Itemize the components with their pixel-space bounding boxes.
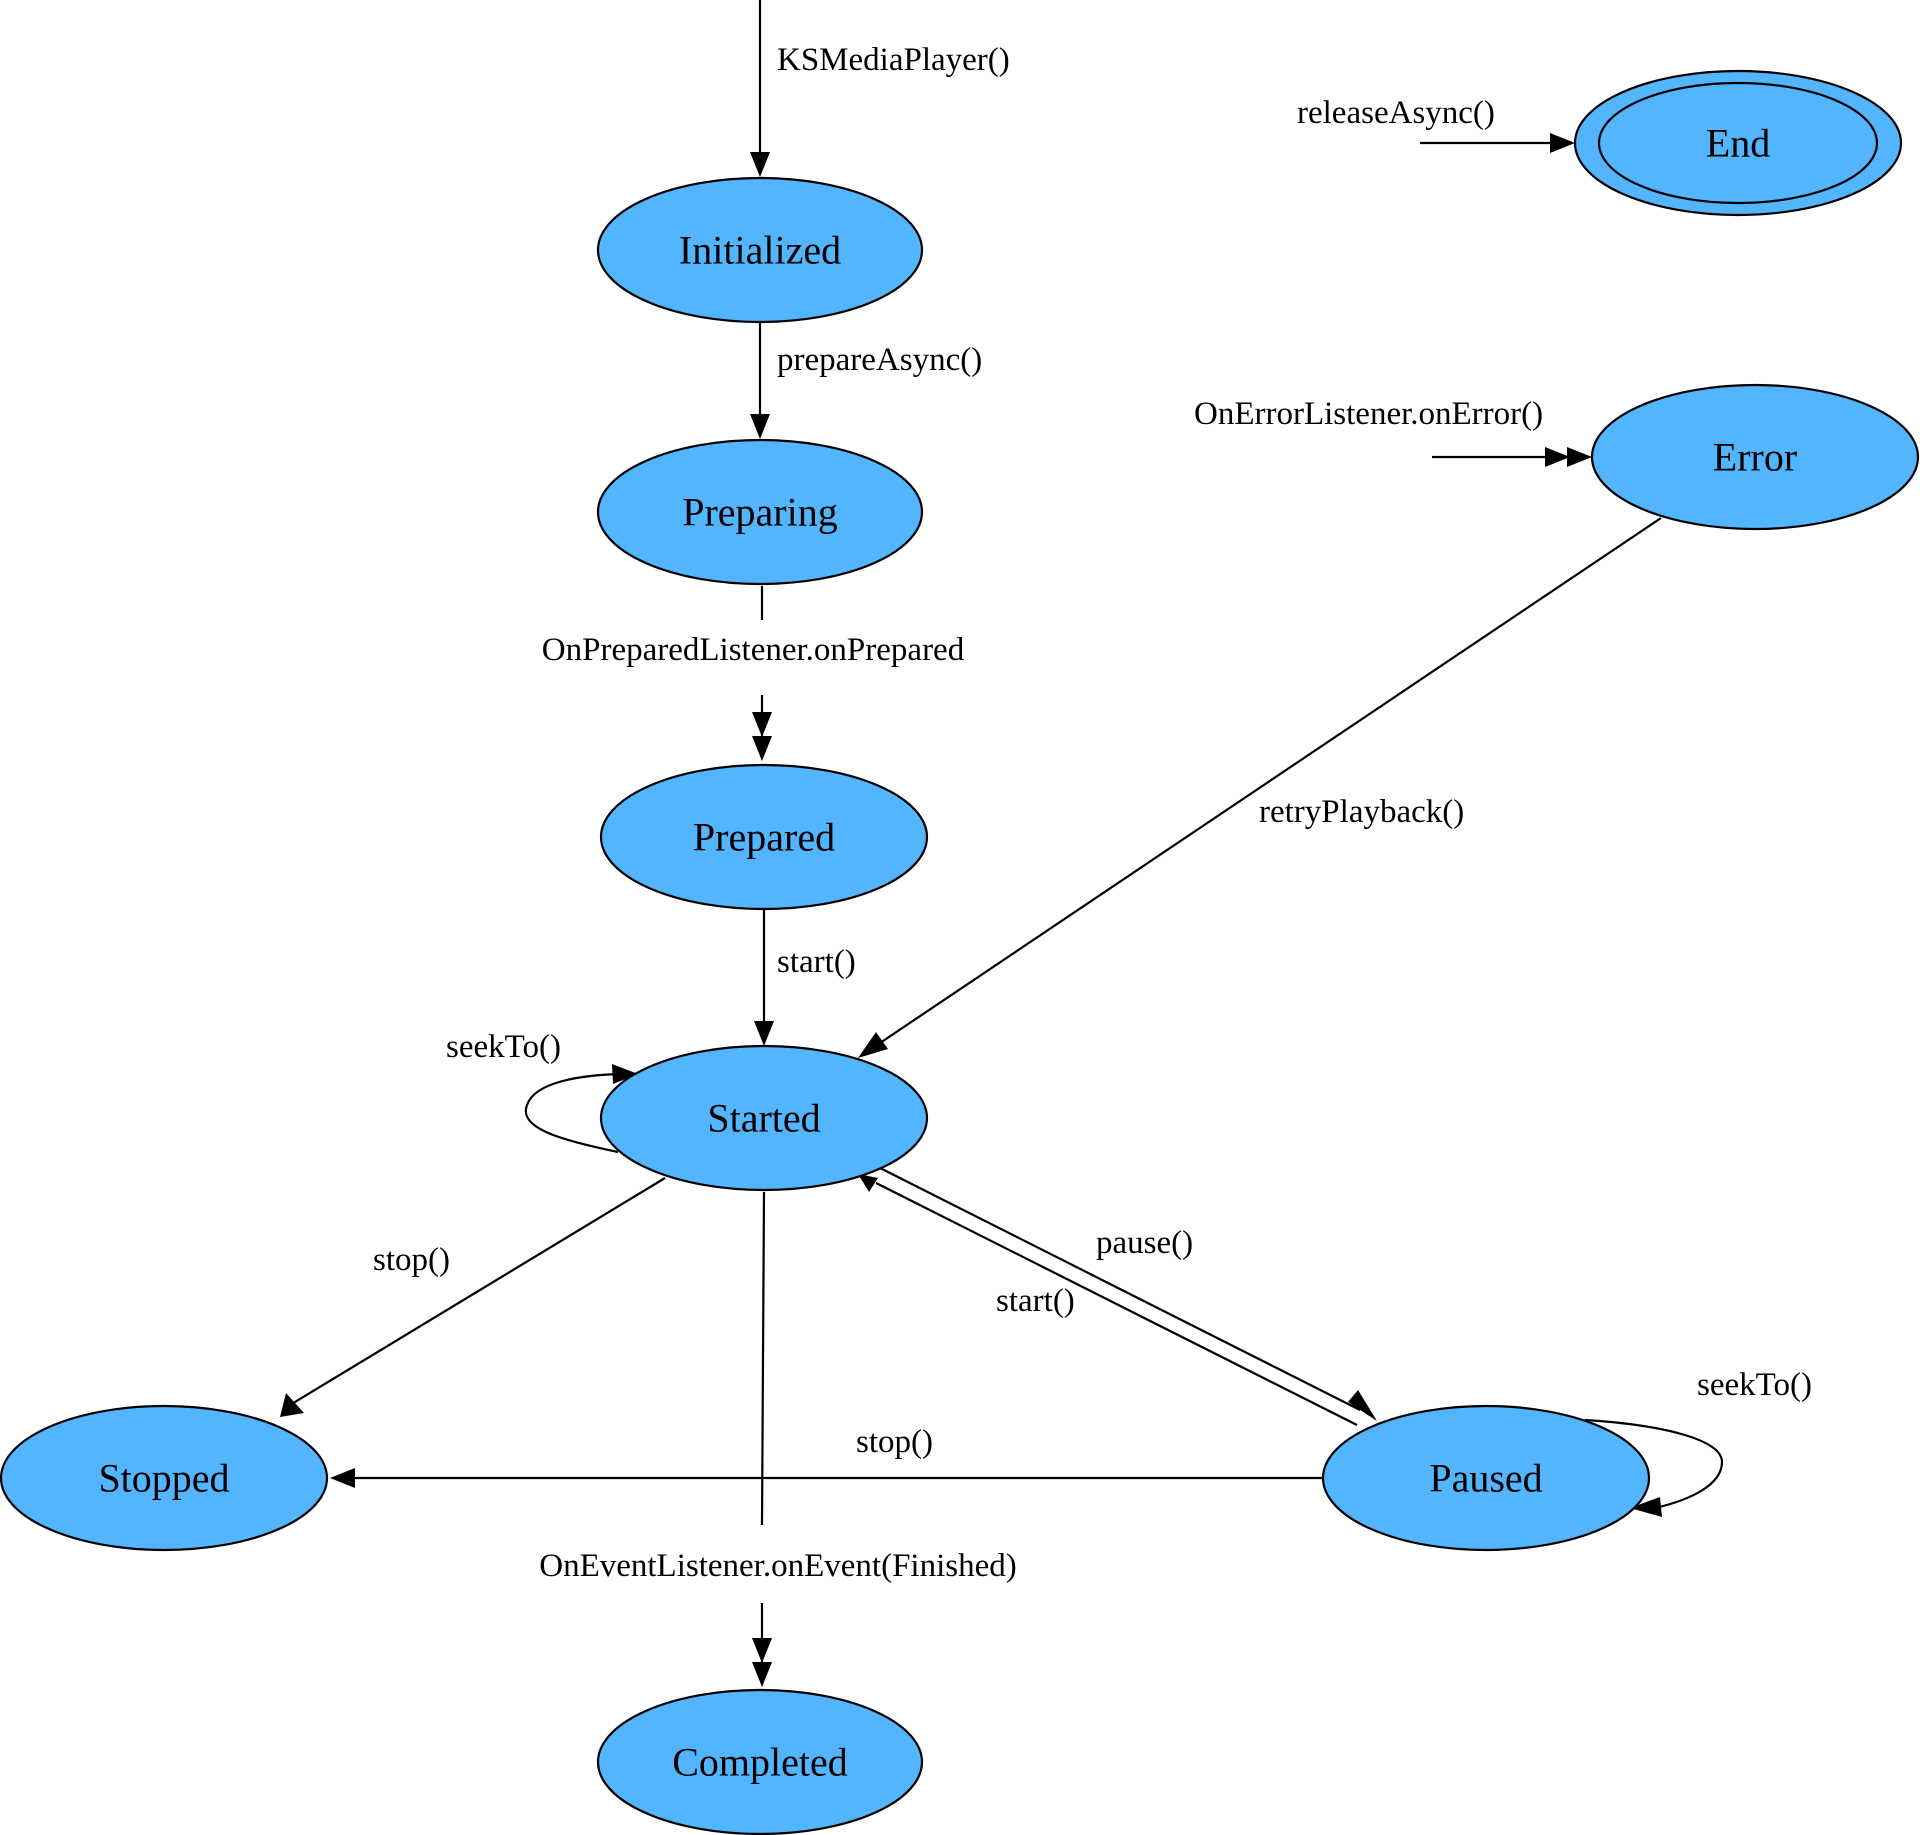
edge-label-on-error: OnErrorListener.onError() <box>1194 396 1543 432</box>
node-error[interactable]: Error <box>1590 383 1920 531</box>
edge-seek-to-paused: seekTo() <box>1584 1367 1812 1517</box>
node-initialized-label: Initialized <box>679 228 841 273</box>
node-paused[interactable]: Paused <box>1321 1404 1651 1552</box>
edge-release-async: releaseAsync() <box>1297 95 1575 153</box>
node-error-shape <box>1590 383 1920 531</box>
edge-label-constructor: KSMediaPlayer() <box>777 42 1010 78</box>
node-end-inner-shape <box>1597 81 1879 205</box>
edge-stop-from-started: stop() <box>280 1177 666 1417</box>
edge-seek-to-started: seekTo() <box>446 1029 638 1154</box>
edge-label-pause: pause() <box>1096 1225 1193 1261</box>
edge-pause: pause() <box>879 1167 1377 1421</box>
node-paused-label: Paused <box>1429 1456 1542 1501</box>
node-stopped-shape <box>0 1404 329 1552</box>
node-paused-shape <box>1321 1404 1651 1552</box>
edge-label-retry-playback: retryPlayback() <box>1259 794 1464 830</box>
node-preparing-shape <box>596 438 924 586</box>
node-end-label: End <box>1706 121 1770 166</box>
edge-retry-playback: retryPlayback() <box>858 517 1662 1058</box>
edge-label-release-async: releaseAsync() <box>1297 95 1495 131</box>
edge-stop-from-paused: stop() <box>330 1424 1322 1488</box>
edge-prepare-async: prepareAsync() <box>750 323 982 439</box>
node-prepared[interactable]: Prepared <box>599 763 929 911</box>
edge-label-seek-to-paused: seekTo() <box>1697 1367 1812 1403</box>
node-stopped-label: Stopped <box>98 1456 229 1501</box>
node-completed[interactable]: Completed <box>596 1688 924 1835</box>
node-started-label: Started <box>707 1096 820 1141</box>
edge-label-stop-from-started: stop() <box>373 1242 450 1278</box>
node-initialized-shape <box>596 176 924 324</box>
node-prepared-shape <box>599 763 929 911</box>
node-stopped[interactable]: Stopped <box>0 1404 329 1552</box>
node-started-shape <box>599 1044 929 1192</box>
node-preparing[interactable]: Preparing <box>596 438 924 586</box>
edge-label-start-from-paused: start() <box>996 1283 1075 1319</box>
edge-constructor: KSMediaPlayer() <box>750 0 1010 177</box>
edge-label-on-prepared: OnPreparedListener.onPrepared <box>542 632 965 668</box>
edge-label-start: start() <box>777 944 856 980</box>
edge-label-on-event-finished: OnEventListener.onEvent(Finished) <box>539 1548 1017 1584</box>
node-error-label: Error <box>1713 435 1797 480</box>
edge-start-from-paused: start() <box>858 1174 1358 1426</box>
node-completed-shape <box>596 1688 924 1835</box>
edge-on-event-finished: OnEventListener.onEvent(Finished) <box>539 1191 1017 1687</box>
node-preparing-label: Preparing <box>682 490 838 535</box>
edge-label-prepare-async: prepareAsync() <box>777 342 982 378</box>
node-initialized[interactable]: Initialized <box>596 176 924 324</box>
node-started[interactable]: Started <box>599 1044 929 1192</box>
node-end[interactable]: End <box>1573 69 1903 217</box>
edge-on-error: OnErrorListener.onError() <box>1194 396 1592 467</box>
node-prepared-label: Prepared <box>693 815 835 860</box>
edge-label-stop-from-paused: stop() <box>856 1424 933 1460</box>
edge-on-prepared: OnPreparedListener.onPrepared <box>542 586 965 761</box>
edge-start: start() <box>754 910 856 1046</box>
node-completed-label: Completed <box>672 1740 848 1785</box>
edge-label-seek-to-started: seekTo() <box>446 1029 561 1065</box>
